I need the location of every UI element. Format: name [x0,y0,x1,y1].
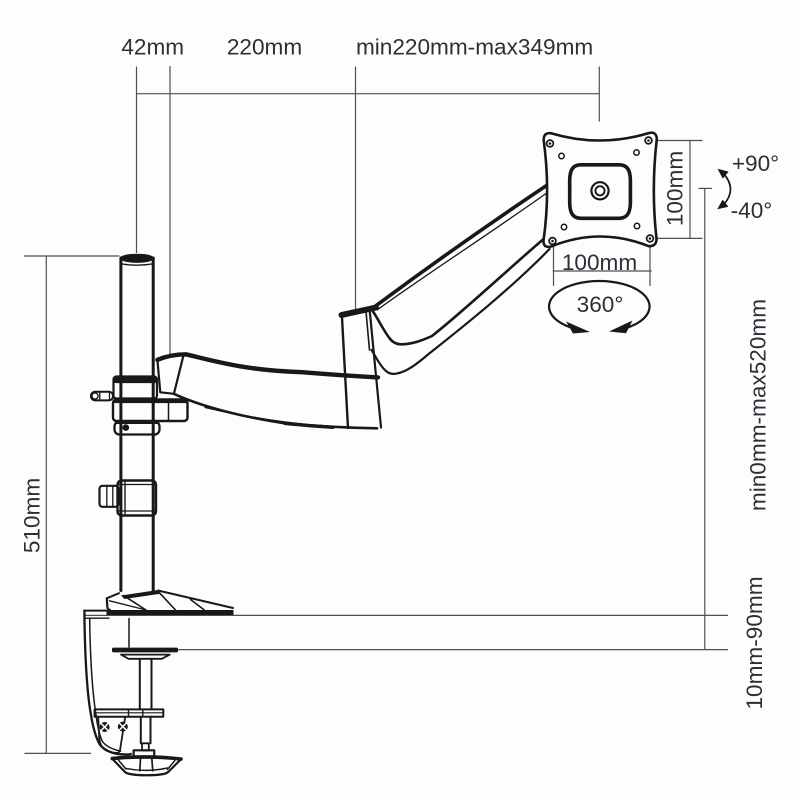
svg-text:10mm-90mm: 10mm-90mm [742,576,767,709]
svg-text:510mm: 510mm [20,478,45,553]
svg-text:-40°: -40° [731,198,773,223]
svg-text:220mm: 220mm [227,35,302,60]
svg-text:min0mm-max520mm: min0mm-max520mm [746,299,771,511]
svg-text:100mm: 100mm [663,151,688,226]
svg-text:100mm: 100mm [562,250,637,275]
svg-text:min220mm-max349mm: min220mm-max349mm [356,35,593,60]
svg-text:+90°: +90° [732,151,779,176]
svg-text:360°: 360° [577,292,624,317]
svg-text:42mm: 42mm [121,35,184,60]
